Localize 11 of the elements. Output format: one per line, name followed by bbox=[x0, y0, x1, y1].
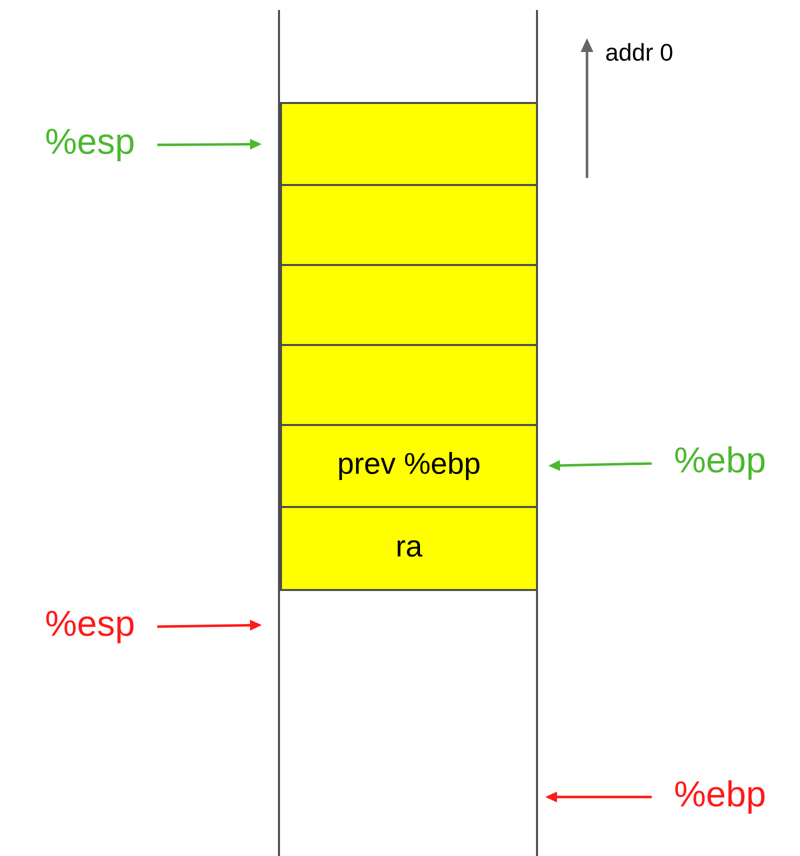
stack-cell: ra bbox=[280, 506, 538, 591]
stack-cell bbox=[280, 344, 538, 426]
stack-cell bbox=[280, 102, 538, 186]
register-label: %ebp bbox=[675, 780, 765, 814]
stack-cell bbox=[280, 264, 538, 346]
register-label: %esp bbox=[46, 610, 134, 644]
direction-label: addr 0 bbox=[606, 43, 672, 61]
stack-cell bbox=[280, 184, 538, 266]
stack-cell: prev %ebp bbox=[280, 424, 538, 508]
register-label: %ebp bbox=[675, 446, 765, 480]
register-label: %esp bbox=[46, 128, 134, 162]
